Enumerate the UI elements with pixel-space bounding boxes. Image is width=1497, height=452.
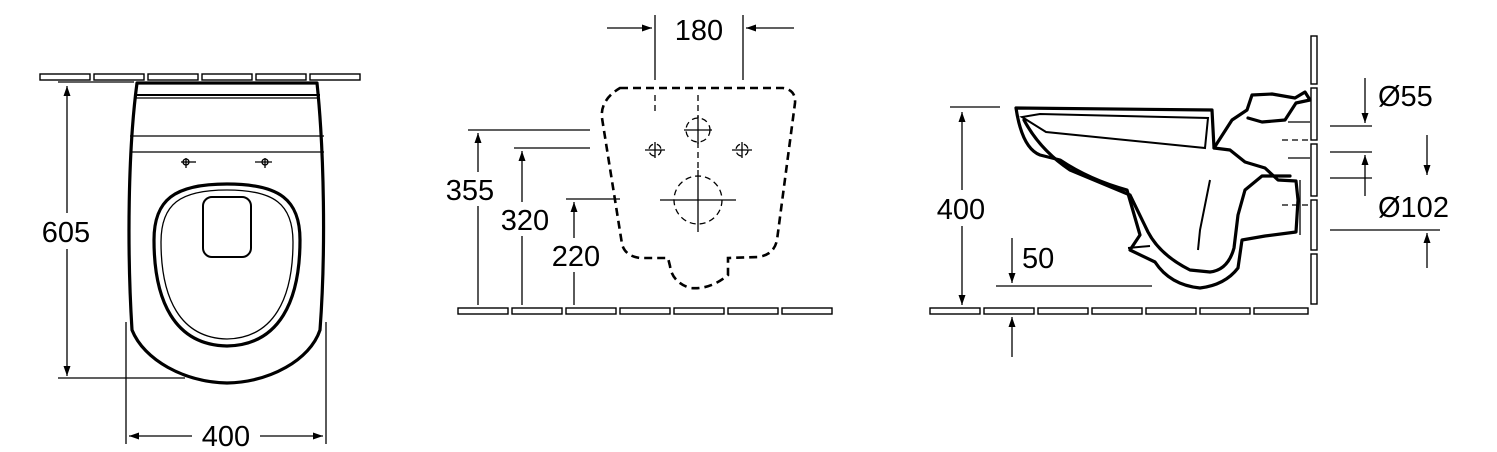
inlet-diameter-label: Ø55 [1378,81,1433,113]
height-220-label: 220 [552,241,600,273]
width-label: 400 [202,421,250,452]
bowl-profile-inner [1019,112,1210,150]
offset-label: 50 [1022,243,1054,275]
seat-outline [152,182,302,348]
depth-label: 605 [42,217,90,249]
seat-opening [202,196,252,258]
height-355-label: 355 [446,175,494,207]
outlet-diameter-label: Ø102 [1378,192,1449,224]
floor-tiles-front [457,307,833,315]
bowl-outline-top [127,81,326,385]
wall-tiles-top [39,73,361,81]
spacing-label: 180 [675,15,723,47]
side-view: 400 50 Ø55 Ø102 [929,35,1449,357]
rim-height-label: 400 [937,194,985,226]
top-view: 605 400 [32,73,361,452]
wall-side [1310,35,1318,305]
fixing-holes [645,116,752,232]
floor-tiles-side [929,307,1309,315]
height-320-label: 320 [501,205,549,237]
front-view: 180 [444,15,833,315]
bowl-profile-outer [1014,106,1300,290]
hinge-marks [181,158,272,168]
